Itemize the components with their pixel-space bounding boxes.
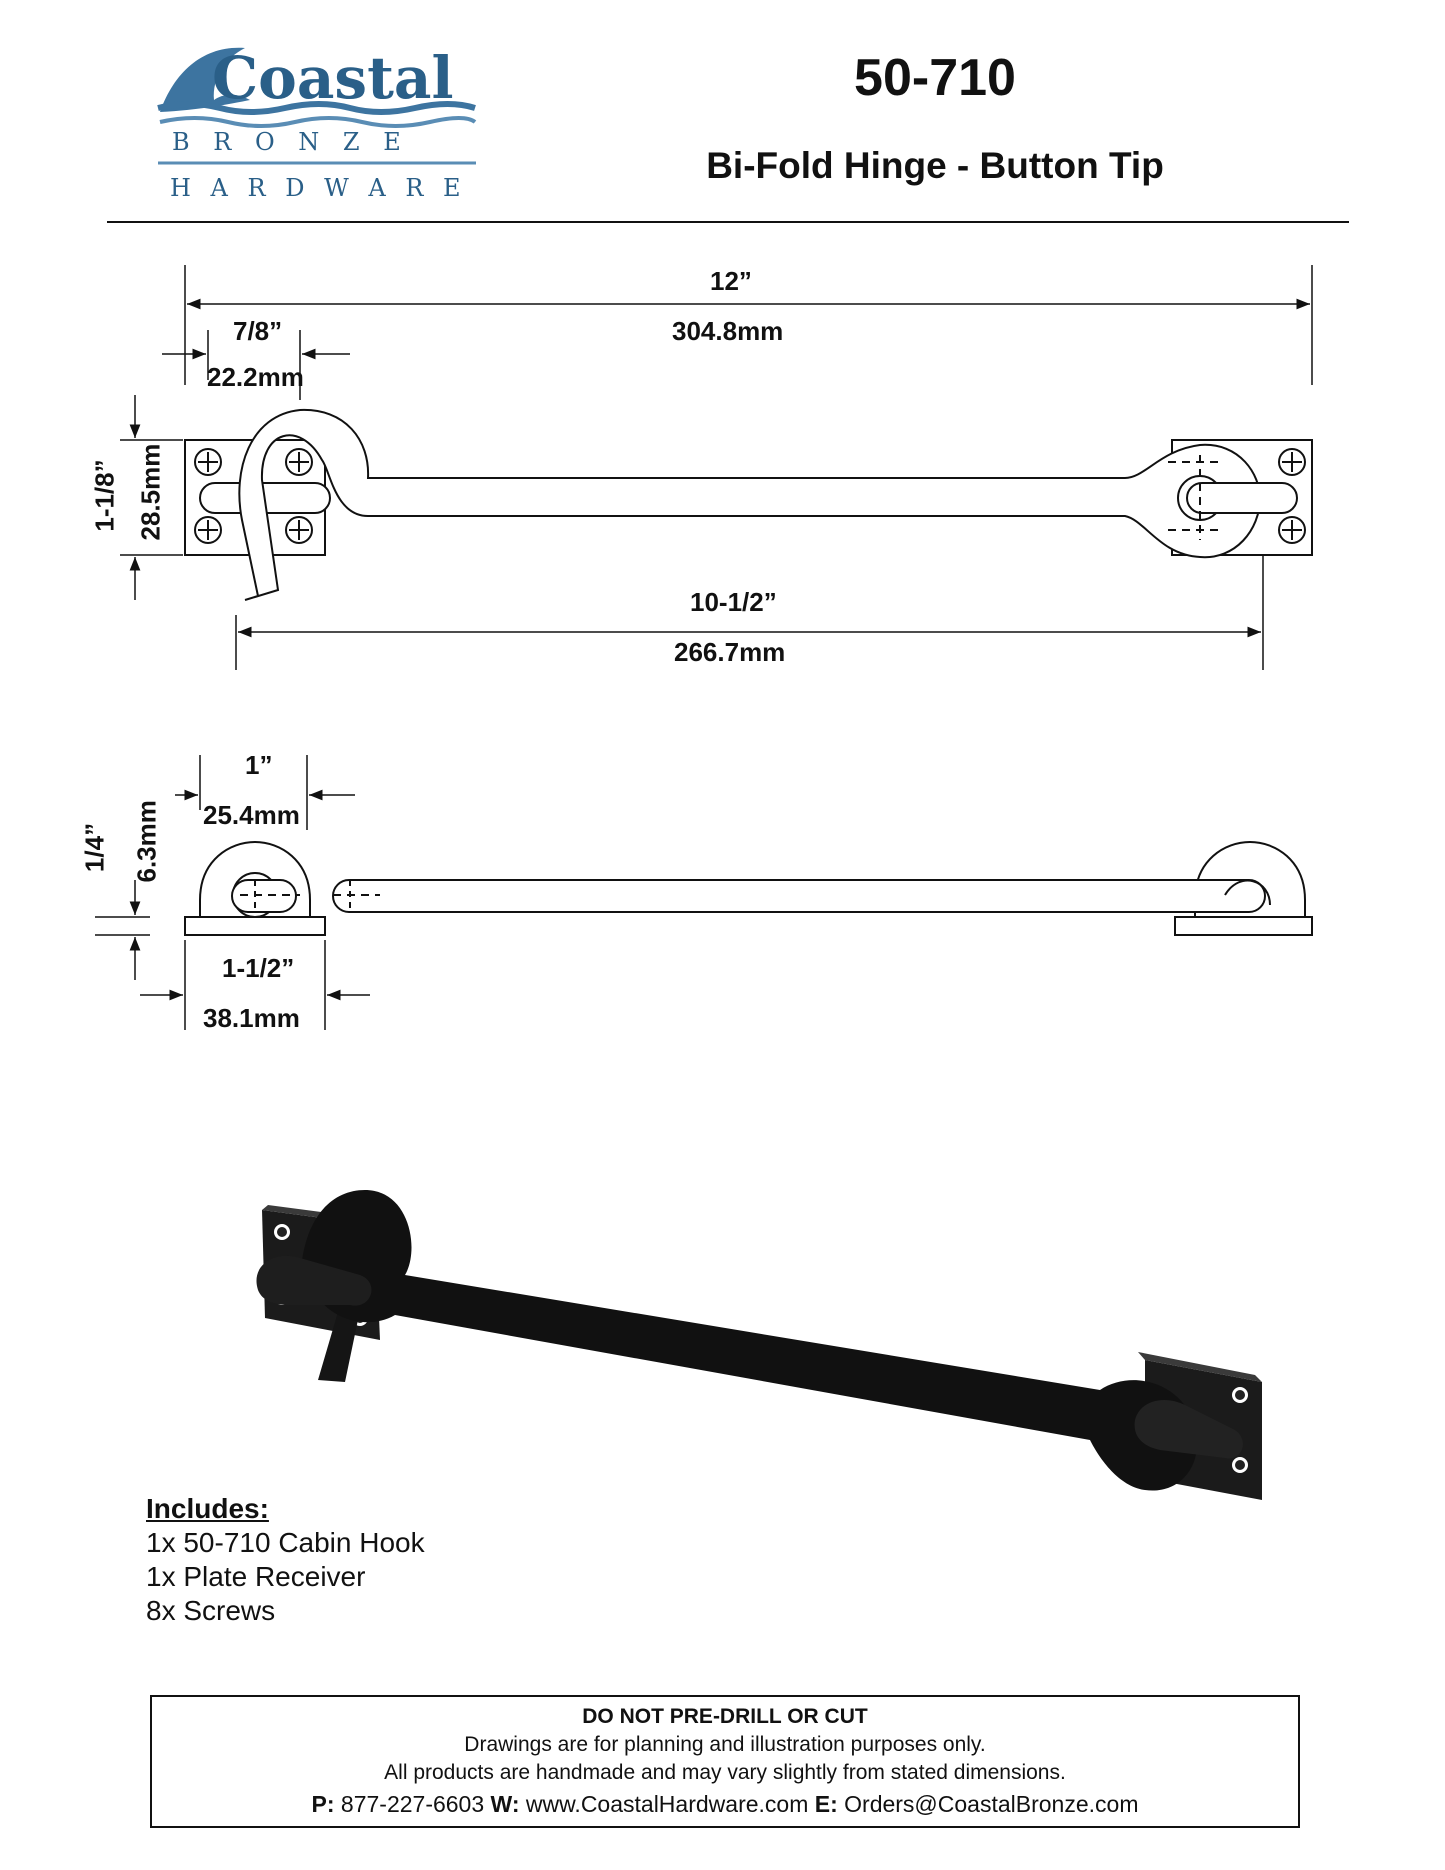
dim-plate-height-mm: 28.5mm [135,443,166,541]
notice-line-1: Drawings are for planning and illustrati… [464,1733,986,1756]
dim-plate-offset-mm: 22.2mm [207,362,304,392]
phone-label: P: [311,1791,335,1817]
dim-plate-width-in: 1-1/2” [222,953,295,983]
brand-line-bronze: B R O N Z E [172,128,409,156]
part-number: 50-710 [854,49,1016,107]
product-render [256,1190,1262,1500]
brand-line-hardware: H A R D W A R E [170,174,467,202]
website-link[interactable]: www.CoastalHardware.com [525,1791,809,1817]
notice-line-2: All products are handmade and may vary s… [384,1761,1066,1784]
dim-plate-thickness-mm: 6.3mm [131,800,162,883]
notice-box: DO NOT PRE-DRILL OR CUT Drawings are for… [150,1695,1300,1828]
dim-plate-thickness-in: 1/4” [79,822,110,873]
email-link[interactable]: Orders@CoastalBronze.com [844,1791,1139,1817]
dim-overall-length-mm: 304.8mm [672,316,784,346]
top-view-dimensions [120,265,1313,670]
side-view-dimensions [95,755,370,1030]
brand-logo [157,47,477,165]
dim-plate-offset-in: 7/8” [233,316,283,346]
phone-number[interactable]: 877-227-6603 [340,1791,485,1817]
includes-item: 1x Plate Receiver [146,1561,366,1592]
notice-title: DO NOT PRE-DRILL OR CUT [582,1705,868,1728]
includes-heading: Includes: [146,1493,269,1524]
product-description: Bi-Fold Hinge - Button Tip [706,145,1164,186]
dim-plate-height-in: 1-1/8” [89,459,120,532]
dim-eye-width-in: 1” [245,750,273,780]
brand-name: Coastal [212,44,454,112]
includes-item: 8x Screws [146,1595,276,1626]
contact-line: P: 877-227-6603 W: www.CoastalHardware.c… [152,1791,1298,1818]
dim-eye-width-mm: 25.4mm [203,800,300,830]
top-view-drawing [184,408,1313,601]
includes-list: Includes: 1x 50-710 Cabin Hook 1x Plate … [146,1492,425,1628]
header-divider [107,221,1349,223]
web-label: W: [490,1791,520,1817]
side-view-drawing [184,840,1313,936]
email-label: E: [814,1791,838,1817]
dim-hook-length-in: 10-1/2” [690,587,777,617]
dim-hook-length-mm: 266.7mm [674,637,786,667]
dim-overall-length-in: 12” [710,266,752,296]
dim-plate-width-mm: 38.1mm [203,1003,300,1033]
includes-item: 1x 50-710 Cabin Hook [146,1527,425,1558]
